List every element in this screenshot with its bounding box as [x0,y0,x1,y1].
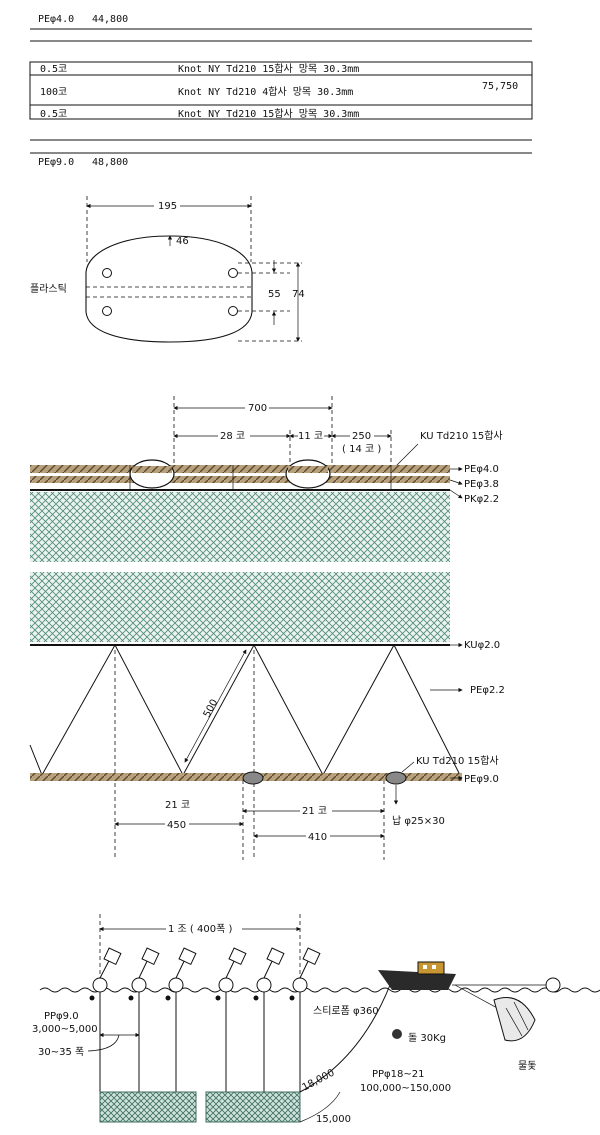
water-surface [39,987,600,993]
anchor-label: 물돛 [518,1060,536,1072]
boat-icon [378,961,456,990]
rope-label: PEφ3.8 [464,479,499,490]
plastic-float [85,235,253,343]
float-ring [285,459,331,489]
stone-icon [392,1029,402,1039]
bottom-rope-label: PEφ9.0 [464,774,499,785]
net-panel [30,492,450,562]
stone-label: 돌 30Kg [408,1032,446,1044]
zigzag-rope-label: PEφ2.2 [470,685,505,696]
mid-rope-label: KUφ2.0 [464,640,500,651]
gill-net [205,1091,301,1123]
length-b: 15,000 [316,1114,351,1125]
gill-net [99,1091,197,1123]
rope-pe40 [30,465,450,473]
net-span-c-sub: ( 14 코 ) [342,444,381,455]
zig-length: 500 [202,698,221,720]
net-span-g: 410 [308,832,327,843]
net-span-e: 21 코 [302,806,327,817]
rope-label: PKφ2.2 [464,494,499,505]
lead-sinker [242,771,264,785]
table-row-spec: Knot NY Td210 15합사 망목 30.3mm [178,63,359,75]
row1-value: 44,800 [92,14,128,25]
sea-anchor-icon [493,997,536,1042]
row2-value: 48,800 [92,157,128,168]
marker-buoy [545,977,561,993]
sinker-label: 납 φ25×30 [392,815,445,827]
lead-sinker [385,771,407,785]
net-span-d: 21 코 [165,800,190,811]
row2-label: PEφ9.0 [38,157,74,168]
fleet-diagram: 1 조 ( 400폭 ) [32,914,600,1125]
rope-a: PPφ9.0 [44,1011,79,1022]
float-diagram: 195 46 55 74 플라스틱 [30,196,305,343]
table-row-spec: Knot NY Td210 4합사 망목 30.3mm [178,86,353,98]
spacing-label: 30~35 폭 [38,1046,84,1058]
float-height: 74 [292,289,305,300]
rope-label: PEφ4.0 [464,464,499,475]
bottom-twine: KU Td210 15합사 [416,755,499,767]
spec-table: PEφ4.0 44,800 0.5코 Knot NY Td210 15합사 망목… [29,14,533,168]
float-inner: 55 [268,289,281,300]
net-span-b: 11 코 [298,431,323,442]
net-span-c: 250 [352,431,371,442]
row1-label: PEφ4.0 [38,14,74,25]
table-total: 75,750 [482,81,518,92]
table-row-spec: Knot NY Td210 15합사 망목 30.3mm [178,108,359,120]
float-label: 스티로폼 φ360 [313,1005,379,1017]
rope-pe38 [30,476,450,483]
net-span-total: 700 [248,403,267,414]
net-top-twine: KU Td210 15합사 [420,430,503,442]
net-diagram: 700 28 코 11 코 250 ( 14 코 ) KU Td210 15합사… [29,396,505,860]
main-rope: PPφ18~21 [372,1069,425,1080]
net-span-f: 450 [167,820,186,831]
table-row-qty: 0.5코 [40,64,67,75]
rope-a-length: 3,000~5,000 [32,1024,98,1035]
set-label: 1 조 ( 400폭 ) [168,923,232,935]
buoy-set [92,947,321,993]
net-span-a: 28 코 [220,431,245,442]
float-width: 195 [158,201,177,212]
float-ring [129,459,175,489]
length-a: 18,000 [300,1067,336,1093]
main-rope-length: 100,000~150,000 [360,1083,451,1094]
net-panel [30,572,450,642]
float-top-depth: 46 [176,236,189,247]
float-material: 플라스틱 [30,283,67,295]
table-row-qty: 100코 [40,87,67,98]
table-row-qty: 0.5코 [40,109,67,120]
